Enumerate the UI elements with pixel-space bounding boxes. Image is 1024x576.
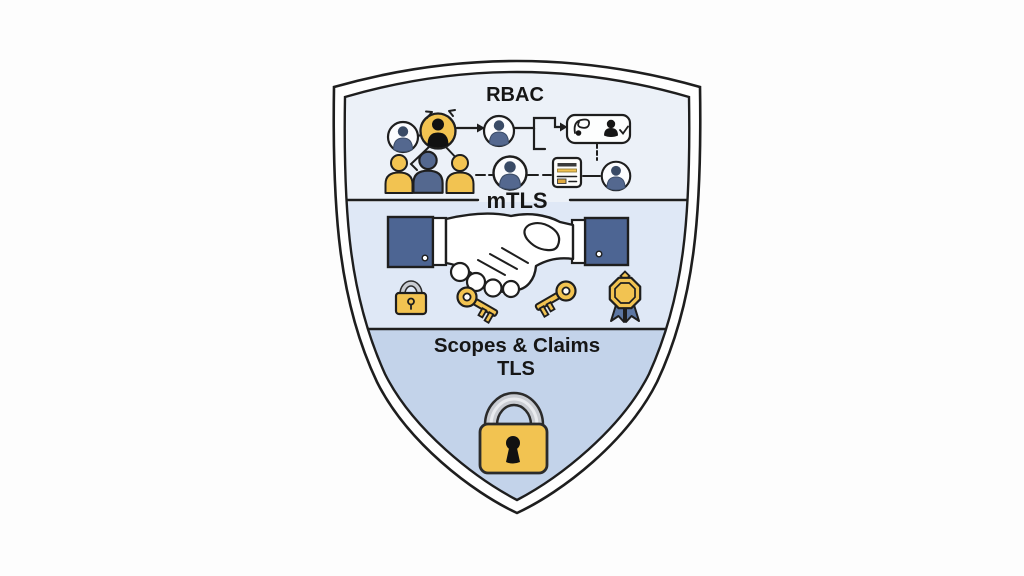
user-avatar-icon	[492, 155, 528, 191]
certificate-badge-icon	[608, 270, 642, 323]
right-sleeve	[583, 216, 630, 267]
policy-document-icon	[551, 156, 583, 189]
tls-label: TLS	[497, 358, 535, 380]
rbac-connectors	[409, 116, 601, 177]
rbac-section: RBAC	[384, 84, 632, 194]
scopes-claims-label: Scopes & Claims	[434, 334, 600, 357]
admin-user-icon	[419, 112, 457, 150]
padlock-small-icon	[394, 280, 428, 316]
security-shield: RBAC	[327, 32, 707, 522]
handshake-icon	[386, 212, 630, 299]
rbac-label: RBAC	[486, 84, 544, 106]
emphasis-marks	[425, 109, 456, 119]
user-avatar-icon	[386, 120, 420, 154]
permissions-box-icon	[565, 113, 632, 145]
flow-arrow-icon	[560, 122, 568, 132]
shield-svg: RBAC	[332, 59, 702, 515]
user-avatar-icon	[482, 114, 516, 148]
left-cuff	[431, 216, 448, 267]
user-avatar-icon	[600, 160, 632, 192]
mtls-section: mTLS	[386, 188, 642, 326]
flow-arrow-icon	[477, 123, 485, 133]
mtls-label: mTLS	[486, 188, 547, 213]
padlock-large-icon	[478, 391, 549, 475]
scopes-tls-section: Scopes & Claims TLS	[434, 334, 600, 475]
